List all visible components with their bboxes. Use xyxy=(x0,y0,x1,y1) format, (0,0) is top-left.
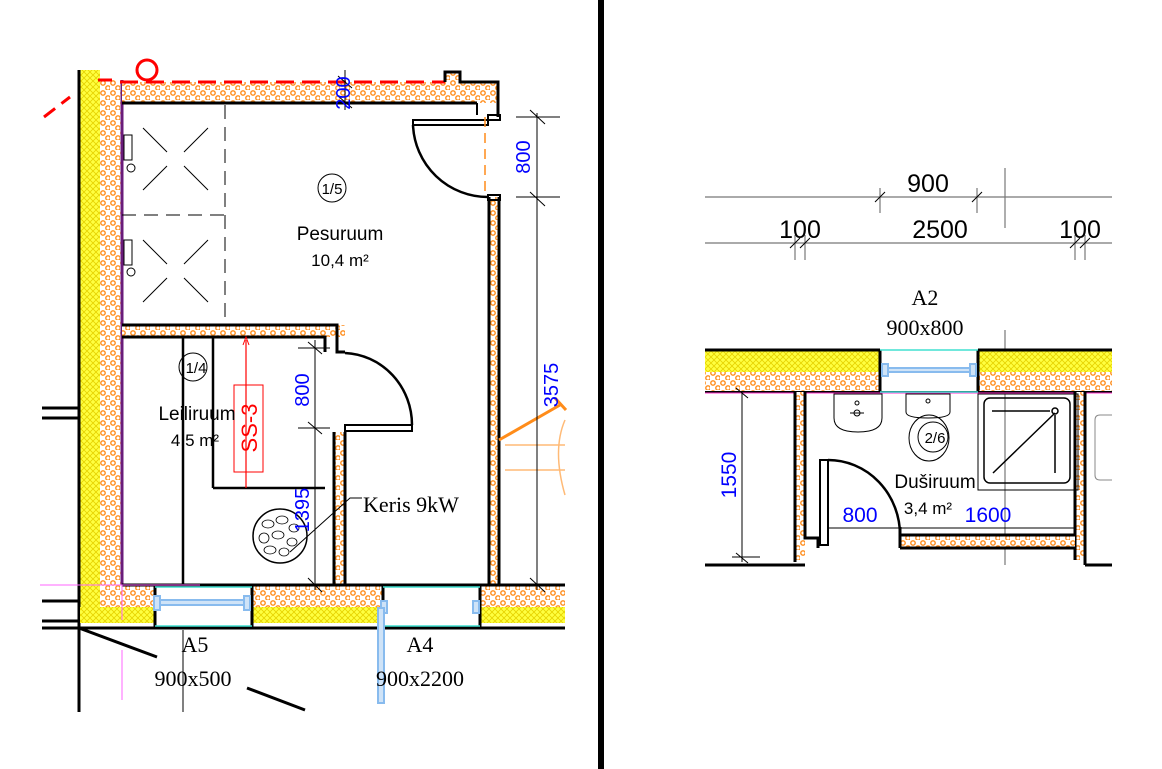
room-area-pesuruum: 10,4 m² xyxy=(311,251,369,270)
ventilation-box xyxy=(233,384,264,473)
dim-left-offset: 100 xyxy=(779,216,821,244)
dim-inner-depth: 1395 xyxy=(292,488,314,533)
room-number-2-6: 2/6 xyxy=(925,430,946,447)
window-a2-symbol xyxy=(881,363,977,377)
room-number-1-5: 1/5 xyxy=(322,181,343,198)
window-a5-size: 900x500 xyxy=(155,666,232,691)
dim-top-wall: 200 xyxy=(333,76,355,109)
sink-icon xyxy=(833,393,883,433)
dim-width: 1600 xyxy=(965,504,1012,527)
room-area-dusiruum: 3,4 m² xyxy=(904,499,953,518)
window-a4-id: A4 xyxy=(407,632,434,657)
dim-top: 900 xyxy=(907,170,949,198)
door-leaf-dusiruum xyxy=(819,459,829,546)
room-number-1-4: 1/4 xyxy=(186,360,207,377)
dim-middle: 2500 xyxy=(912,216,968,244)
window-a2-size: 900x800 xyxy=(887,315,964,340)
room-name-leiliruum: Leiliruum xyxy=(158,404,235,425)
stairs xyxy=(498,396,568,496)
door-swing-arc xyxy=(411,124,489,199)
wall-right xyxy=(489,197,499,585)
dim-right-offset: 100 xyxy=(1059,216,1101,244)
door-leaf-pesuruum xyxy=(412,119,489,126)
room-name-pesuruum: Pesuruum xyxy=(297,224,384,245)
insulation-left xyxy=(80,70,100,622)
heater-label: Keris 9kW xyxy=(363,492,459,517)
window-a4-symbol xyxy=(377,600,480,704)
left-plan: SS-3 Keris 9kW xyxy=(40,58,568,712)
window-a5-id: A5 xyxy=(182,632,209,657)
sheet-divider xyxy=(598,0,604,769)
ventilation-label: SS-3 xyxy=(237,404,262,453)
dim-door: 800 xyxy=(842,504,877,527)
room-area-leiliruum: 4,5 m² xyxy=(171,431,220,450)
dimension-lines xyxy=(298,70,560,593)
room-name-dusiruum: Duširuum xyxy=(894,472,975,493)
dim-right-total: 3575 xyxy=(541,363,563,408)
shower-tray-icon xyxy=(977,393,1112,491)
dim-door-inner: 800 xyxy=(292,373,314,406)
masonry-left xyxy=(100,80,122,607)
right-plan: 900 100 2500 100 A2 900x800 xyxy=(705,168,1112,567)
toilet-icon xyxy=(905,393,951,462)
dim-door-right: 800 xyxy=(513,140,535,173)
window-a5-symbol xyxy=(153,595,251,611)
wall-top xyxy=(122,82,498,103)
dim-height: 1550 xyxy=(718,452,741,499)
shower-area xyxy=(122,105,226,325)
door-leaf-leiliruum xyxy=(344,424,413,432)
window-a4-size: 900x2200 xyxy=(376,666,464,691)
window-a2-id: A2 xyxy=(912,285,939,310)
